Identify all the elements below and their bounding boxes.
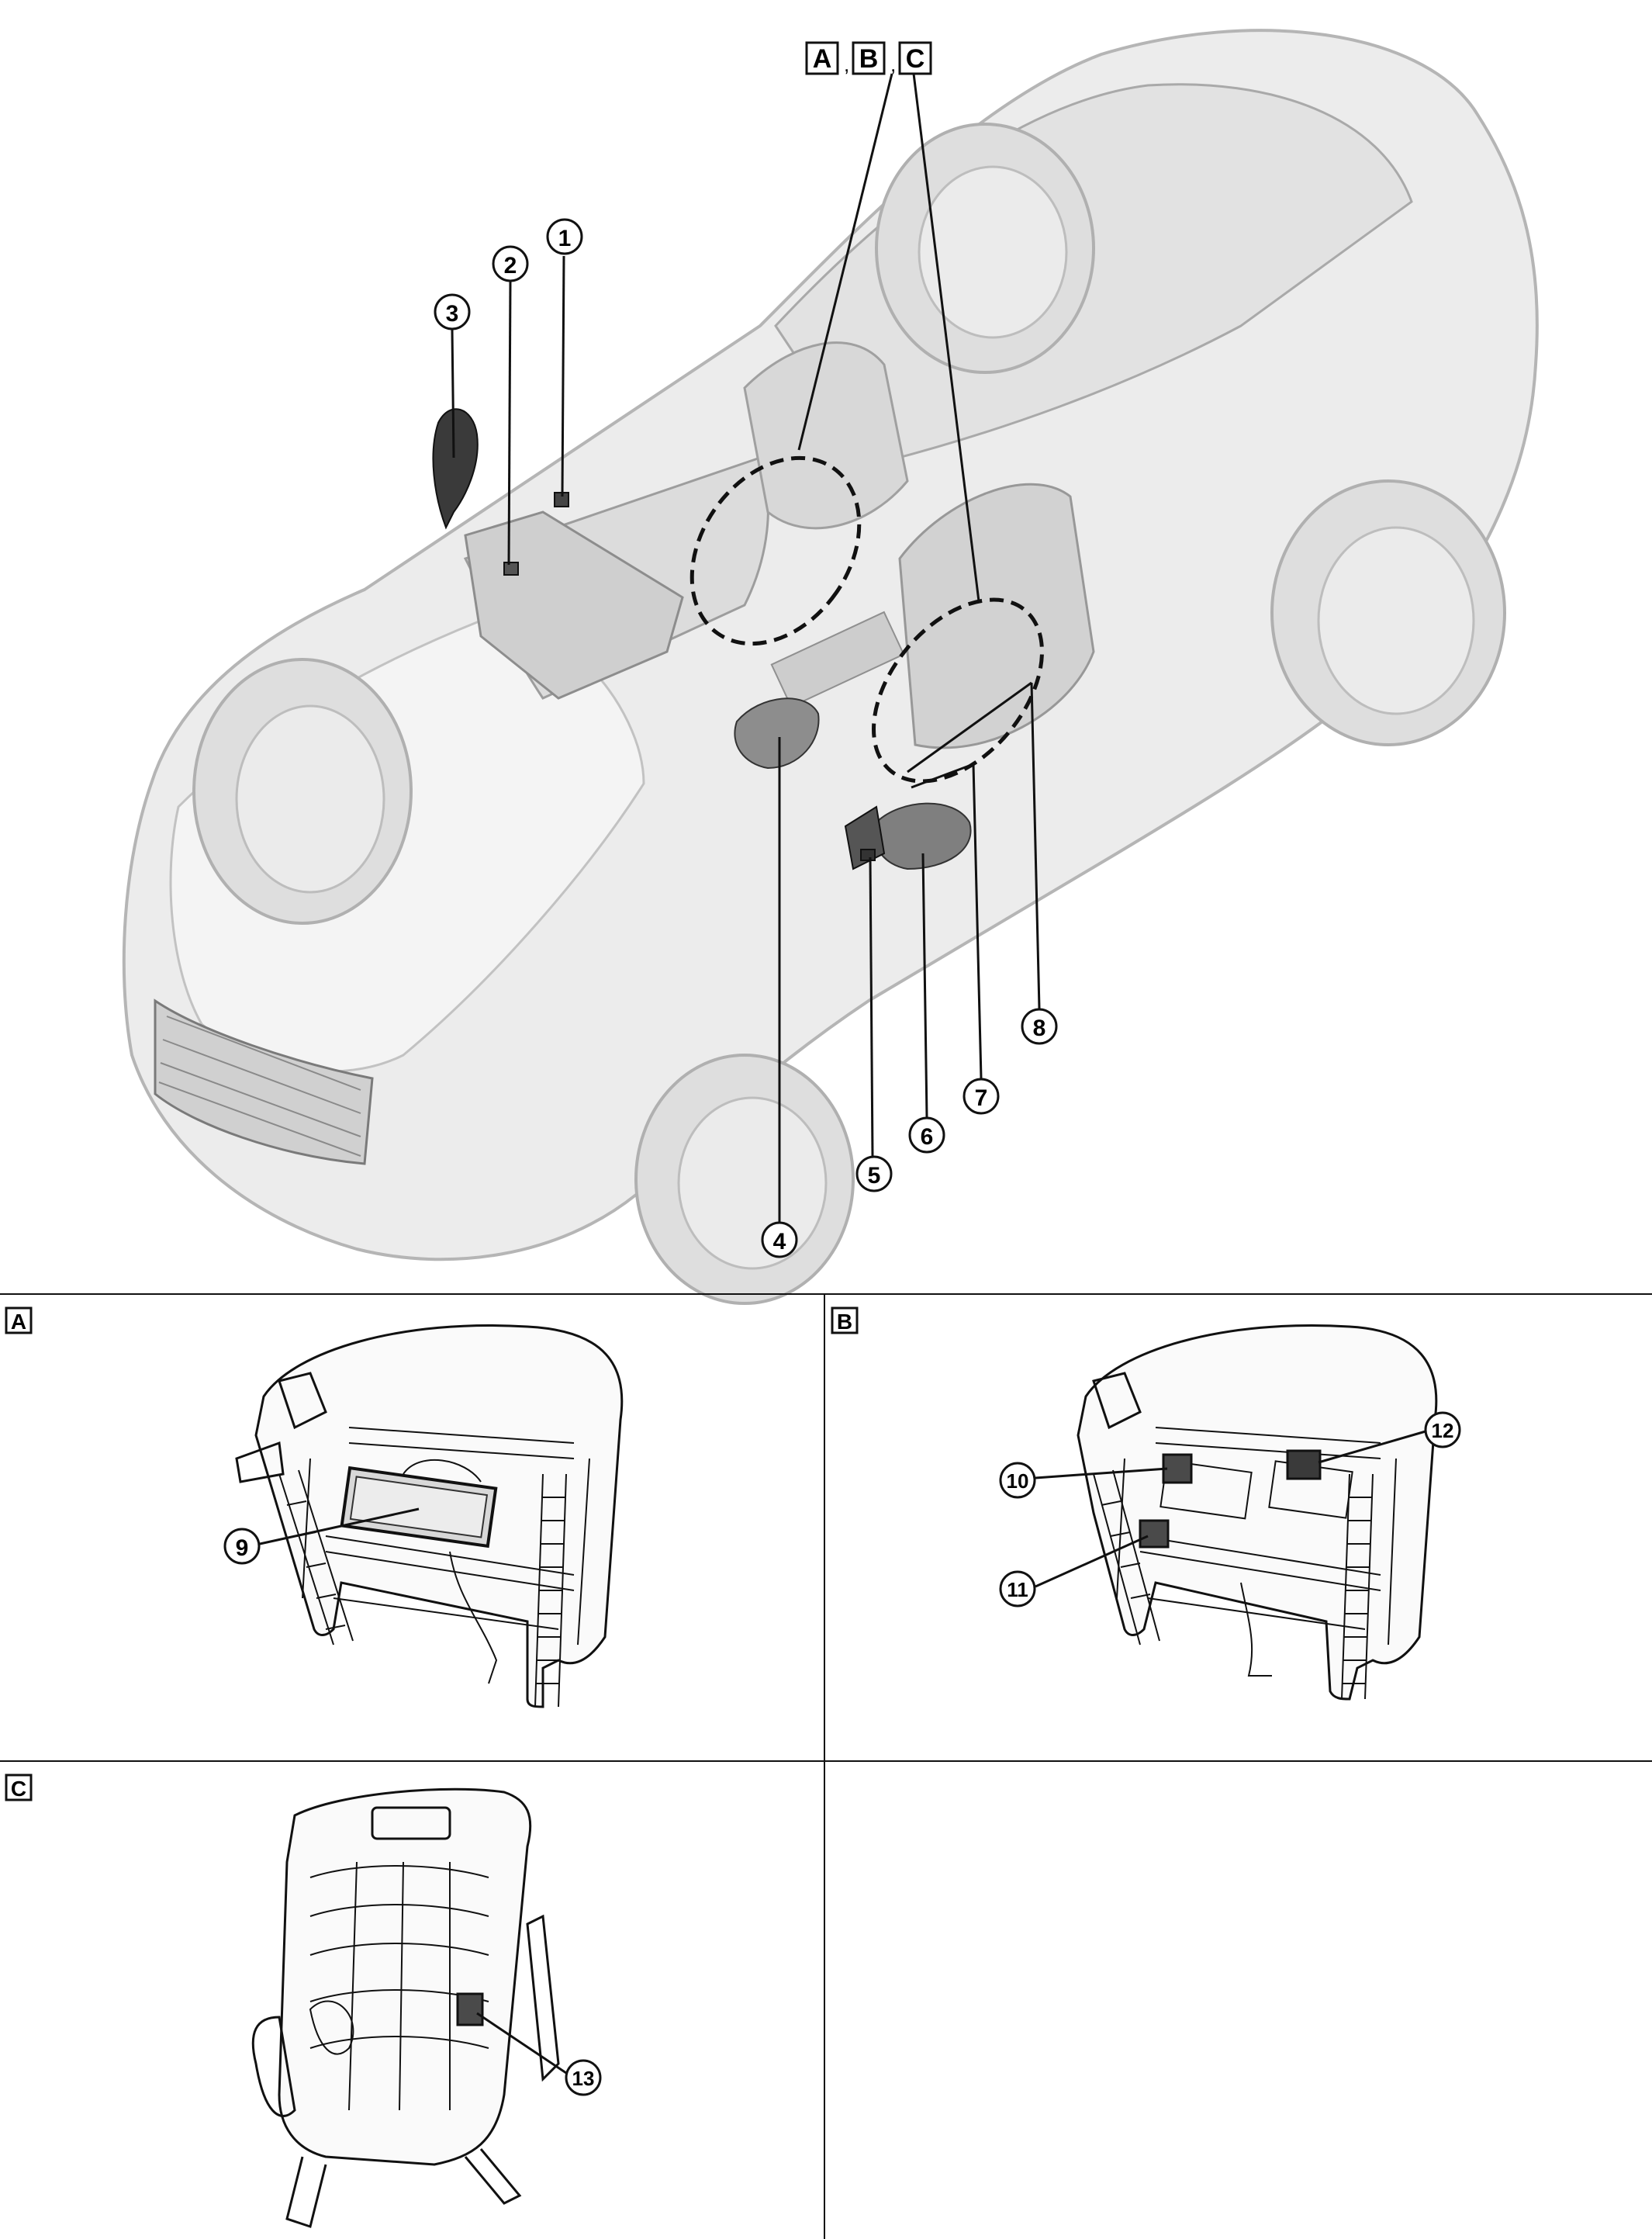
- header-letter-b: B: [859, 44, 879, 74]
- component-13-connector: [456, 1992, 484, 2026]
- seat-b-outline: [1077, 1324, 1438, 1701]
- component-10-connector: [1162, 1453, 1193, 1484]
- seat-a-ladder: [534, 1473, 567, 1708]
- callout-2-text: 2: [504, 253, 517, 279]
- callout-2: 2: [492, 245, 529, 282]
- callout-5-text: 5: [868, 1163, 881, 1189]
- leader-11: [1035, 1535, 1149, 1588]
- seat-b-left-rail: [1093, 1469, 1160, 1646]
- callout-10-text: 10: [1007, 1469, 1029, 1493]
- seat-c-frame: [278, 1787, 532, 2166]
- component-2-unit: [503, 562, 519, 576]
- center-console: [770, 611, 905, 708]
- front-left-wheel: [192, 658, 413, 925]
- callout-7-text: 7: [975, 1085, 988, 1111]
- component-12-connector: [1286, 1449, 1322, 1480]
- callout-9: 9: [223, 1528, 261, 1565]
- panel-a-letter: A: [11, 1310, 26, 1334]
- panel-b-label: B: [831, 1306, 859, 1334]
- rear-seat-left: [743, 341, 909, 530]
- panel-c-seat: [251, 1787, 560, 2228]
- panel-grid: [0, 1293, 1652, 2239]
- vehicle-overview: A , B , C 1 2 3 4 5: [122, 29, 1539, 1305]
- callout-1-text: 1: [558, 226, 572, 251]
- component-4-airbag: [734, 697, 820, 770]
- component-11-connector: [1139, 1519, 1170, 1549]
- panel-c-letter: C: [11, 1777, 26, 1801]
- callout-4-text: 4: [773, 1229, 786, 1254]
- leader-9: [259, 1507, 420, 1545]
- callout-11: 11: [999, 1570, 1036, 1607]
- seat-area-rear-left: [689, 455, 862, 646]
- callout-5: 5: [855, 1155, 893, 1192]
- panel-a-label: A: [5, 1306, 33, 1334]
- callout-13-text: 13: [572, 2067, 595, 2090]
- header-separator-2: ,: [890, 53, 896, 76]
- callout-13: 13: [565, 2059, 602, 2096]
- callout-12-text: 12: [1432, 1419, 1454, 1442]
- leader-10: [1035, 1467, 1168, 1479]
- leader-12: [1318, 1430, 1426, 1464]
- panel-b-seat: [1077, 1324, 1438, 1701]
- panel-b-letter: B: [837, 1310, 852, 1334]
- component-9-module: [340, 1466, 498, 1549]
- callout-9-text: 9: [236, 1535, 249, 1561]
- front-right-wheel: [634, 1054, 855, 1305]
- header-letter-a: A: [813, 44, 832, 74]
- header-reference: A , B , C: [805, 41, 932, 76]
- callout-3-text: 3: [446, 301, 459, 327]
- rear-right-wheel: [1270, 479, 1506, 746]
- rear-left-wheel: [875, 123, 1095, 374]
- callout-1: 1: [546, 218, 583, 255]
- component-6-airbag: [873, 802, 972, 870]
- panel-c-label: C: [5, 1774, 33, 1801]
- seat-area-front-right: [872, 597, 1044, 784]
- header-box-b: [852, 41, 886, 75]
- dashboard: [464, 510, 684, 700]
- callout-11-text: 11: [1007, 1578, 1028, 1601]
- callout-10: 10: [999, 1462, 1036, 1499]
- header-box-c: [898, 41, 932, 75]
- car-grille: [154, 998, 374, 1165]
- front-seat-right: [898, 483, 1095, 749]
- header-separator-1: ,: [844, 53, 849, 76]
- component-3-mirror-shape: [432, 408, 479, 530]
- seat-b-ladder: [1341, 1473, 1374, 1700]
- callout-4: 4: [761, 1221, 798, 1258]
- callout-6-text: 6: [921, 1124, 934, 1150]
- callout-8: 8: [1021, 1008, 1058, 1045]
- leader-lines: [451, 73, 1041, 1222]
- header-letter-c: C: [906, 44, 925, 74]
- callout-3: 3: [434, 293, 471, 330]
- component-5-connector: [860, 849, 876, 861]
- callout-7: 7: [963, 1078, 1000, 1115]
- grille-mesh: [158, 1016, 361, 1157]
- callout-6: 6: [908, 1116, 945, 1154]
- callout-8-text: 8: [1033, 1016, 1046, 1041]
- header-box-a: [805, 41, 839, 75]
- callout-12: 12: [1424, 1411, 1461, 1448]
- leader-13: [476, 2012, 567, 2075]
